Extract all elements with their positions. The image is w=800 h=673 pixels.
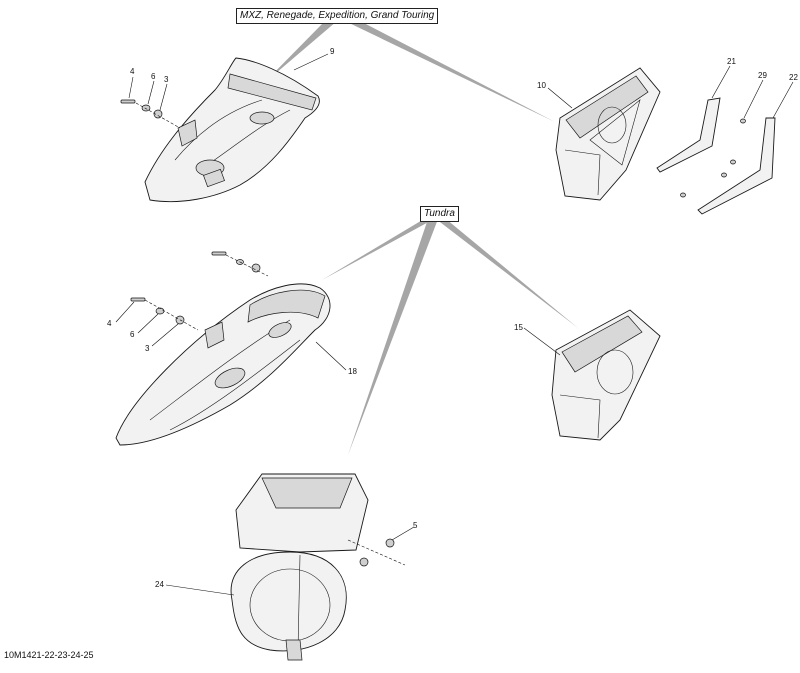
mxz-pointer-to-part-9 <box>262 21 337 85</box>
callout-22: 22 <box>789 73 798 82</box>
mxz-group-label: MXZ, Renegade, Expedition, Grand Touring <box>236 8 439 24</box>
washer-6b <box>155 307 165 315</box>
callout-3-lower: 3 <box>145 344 150 353</box>
clip-29c <box>721 172 727 178</box>
clip-29a <box>740 118 746 124</box>
callout-5: 5 <box>413 521 418 530</box>
washer-6a <box>141 104 151 112</box>
part-10-intake-box <box>555 67 661 201</box>
part-9-housing <box>144 57 320 203</box>
mxz-group-pointers <box>262 21 555 122</box>
clip-29b <box>730 159 736 165</box>
callout-4-lower: 4 <box>107 319 112 328</box>
tundra-pointer-to-part-15 <box>436 219 578 328</box>
nut-5a <box>385 538 395 548</box>
callout-numbers: 9 4 6 3 10 21 29 22 4 6 3 18 15 5 24 <box>107 47 798 589</box>
tundra-group-pointers <box>322 219 578 455</box>
screw-4a <box>120 99 136 104</box>
screw-upper-b <box>211 251 227 256</box>
part-24-fan-shroud <box>230 473 369 661</box>
leader-lines <box>115 53 794 596</box>
callout-18: 18 <box>348 367 357 376</box>
deflector-22 <box>697 117 776 215</box>
callout-4-upper: 4 <box>130 67 135 76</box>
callout-15: 15 <box>514 323 523 332</box>
nut-5b <box>359 557 369 567</box>
part-5-fasteners <box>347 538 406 567</box>
mxz-pointer-to-part-10 <box>345 21 555 122</box>
deflector-21 <box>656 97 721 173</box>
callout-9: 9 <box>330 47 335 56</box>
parts-21-22-deflectors <box>656 97 776 215</box>
tundra-group-label: Tundra <box>420 206 459 222</box>
reference-code: 10M1421-22-23-24-25 <box>4 650 94 660</box>
callout-6-upper: 6 <box>151 72 156 81</box>
callout-3-upper: 3 <box>164 75 169 84</box>
tundra-pointer-to-part-18 <box>322 219 434 280</box>
tundra-pointer-to-part-24 <box>348 219 438 455</box>
callout-24: 24 <box>155 580 164 589</box>
hardware-set-b <box>130 251 269 331</box>
hardware-set-a <box>120 99 181 129</box>
nut-3a <box>153 109 163 119</box>
part-18-housing <box>115 283 331 446</box>
clip-29d <box>680 192 686 198</box>
callout-29: 29 <box>758 71 767 80</box>
callout-21: 21 <box>727 57 736 66</box>
part-15-intake-box <box>551 309 661 441</box>
screw-4b <box>130 297 146 302</box>
nut-upper-b <box>251 263 261 273</box>
callout-10: 10 <box>537 81 546 90</box>
callout-6-lower: 6 <box>130 330 135 339</box>
